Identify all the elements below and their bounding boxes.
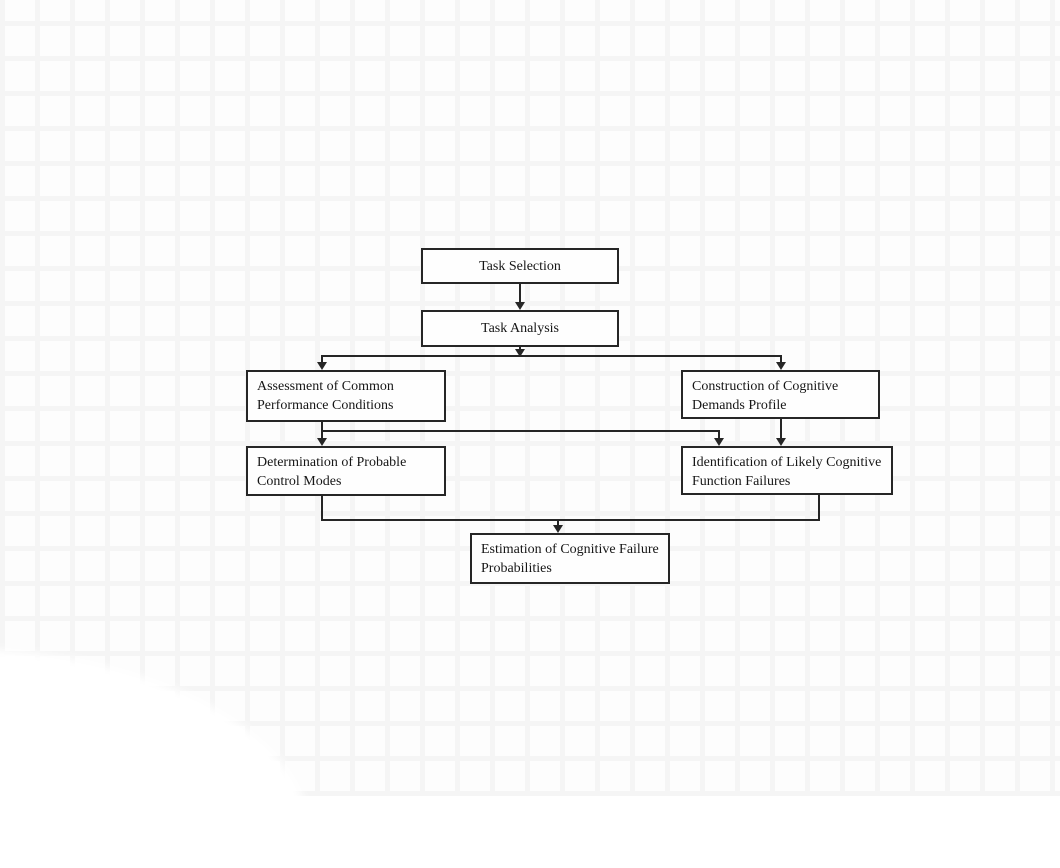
connector-identification-drop-line xyxy=(818,495,820,521)
page-corner-highlight xyxy=(0,648,310,868)
connector-selection-to-analysis-line xyxy=(519,284,521,303)
arrow-down-icon xyxy=(776,438,786,446)
node-task-analysis: Task Analysis xyxy=(421,310,619,347)
arrow-down-icon xyxy=(714,438,724,446)
connector-branch-to-identification-line xyxy=(718,430,720,439)
node-task-selection: Task Selection xyxy=(421,248,619,284)
connector-determination-drop-line xyxy=(321,496,323,521)
arrow-down-icon xyxy=(515,349,525,357)
flowchart-canvas: Task Selection Task Analysis Assessment … xyxy=(0,0,1060,796)
node-estimation-of-cognitive-failure-probabilities: Estimation of Cognitive Failure Probabil… xyxy=(470,533,670,584)
connector-branch-to-construction-line xyxy=(780,355,782,363)
arrow-down-icon xyxy=(317,362,327,370)
node-assessment-of-common-performance-conditions: Assessment of Common Performance Conditi… xyxy=(246,370,446,422)
connector-merge-to-estimation-line xyxy=(557,521,559,527)
arrow-down-icon xyxy=(515,302,525,310)
node-construction-of-cognitive-demands-profile: Construction of Cognitive Demands Profil… xyxy=(681,370,880,419)
connector-branch-to-assessment-line xyxy=(321,355,323,363)
branch-line-assessment-to-identification xyxy=(321,430,720,432)
node-determination-of-probable-control-modes: Determination of Probable Control Modes xyxy=(246,446,446,496)
node-identification-of-likely-cognitive-function-failures: Identification of Likely Cognitive Funct… xyxy=(681,446,893,495)
connector-construction-to-identification-line xyxy=(780,419,782,439)
arrow-down-icon xyxy=(317,438,327,446)
arrow-down-icon xyxy=(776,362,786,370)
arrow-down-icon xyxy=(553,525,563,533)
branch-line-top xyxy=(321,355,782,357)
merge-line-bottom xyxy=(321,519,820,521)
